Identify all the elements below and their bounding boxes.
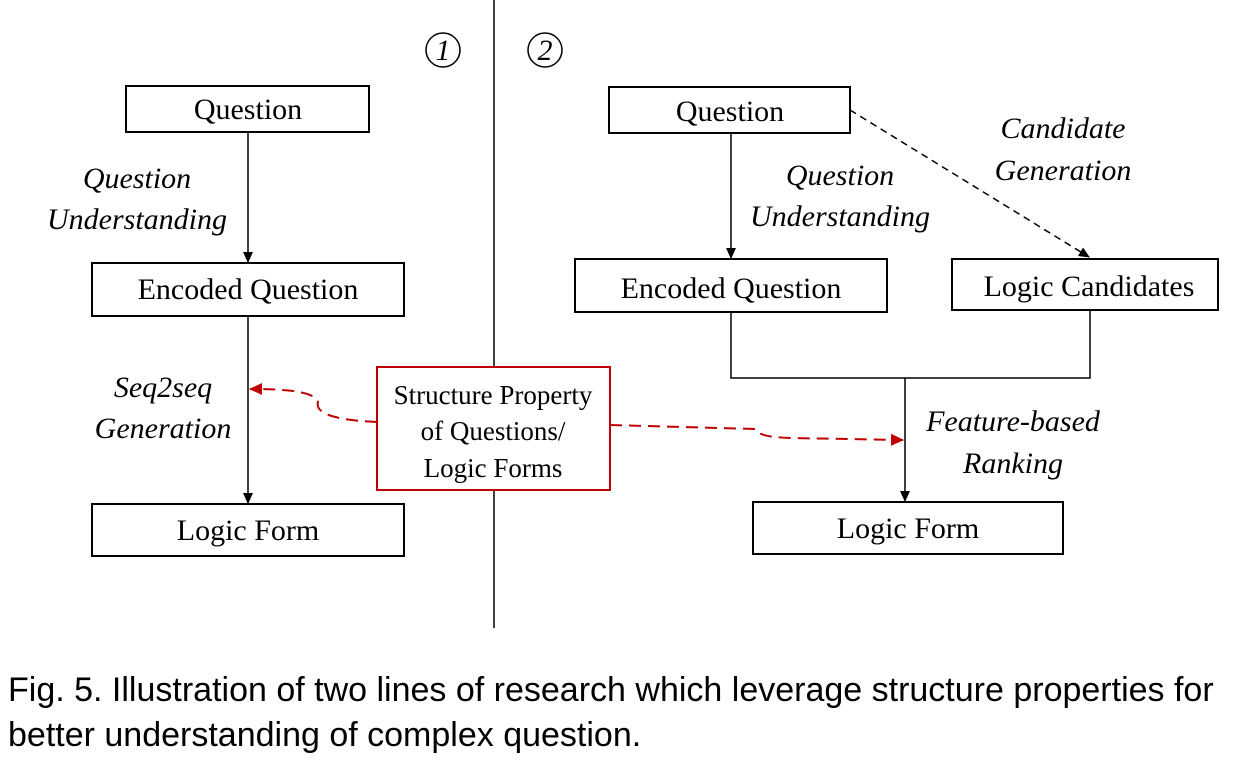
p1-logic-form-box: Logic Form — [91, 503, 405, 557]
p2-encoded-box: Encoded Question — [574, 258, 888, 313]
p2-qu-label-2: Understanding — [750, 200, 930, 233]
svg-text:Encoded Question: Encoded Question — [138, 273, 359, 306]
p1-step2-label: Seq2seq — [114, 371, 212, 404]
svg-text:Question: Question — [676, 95, 784, 128]
svg-text:of Questions/: of Questions/ — [421, 416, 566, 446]
svg-text:Structure Property: Structure Property — [394, 380, 593, 410]
svg-text:Logic Candidates: Logic Candidates — [984, 270, 1195, 303]
p1-step1-label: Question — [83, 162, 191, 195]
red-dashed-arrow-left — [249, 383, 378, 423]
p1-step1-label-2: Understanding — [47, 203, 227, 236]
panel-2-marker: 2 — [527, 32, 563, 68]
structure-property-box: Structure Property of Questions/ Logic F… — [376, 366, 611, 491]
p2-cand-label-2: Generation — [995, 154, 1132, 187]
p2-qu-label: Question — [786, 159, 894, 192]
p2-cand-label: Candidate — [1001, 112, 1126, 145]
p2-merge-lines — [730, 310, 1091, 379]
svg-text:Logic Form: Logic Form — [837, 512, 980, 545]
p2-candidates-box: Logic Candidates — [951, 258, 1219, 311]
diagram: 1 2 Question Question Understanding Enco… — [47, 0, 1219, 628]
panel-1-marker: 1 — [425, 32, 461, 68]
svg-text:1: 1 — [436, 34, 451, 67]
svg-text:Encoded Question: Encoded Question — [621, 272, 842, 305]
red-dashed-arrow-right — [609, 424, 904, 446]
svg-text:2: 2 — [538, 34, 553, 67]
p1-encoded-box: Encoded Question — [91, 262, 405, 317]
p2-question-box: Question — [608, 86, 851, 134]
svg-text:Question: Question — [194, 93, 302, 126]
p2-rank-label: Feature-based — [925, 405, 1101, 438]
p2-logic-form-box: Logic Form — [752, 501, 1064, 555]
p2-rank-label-2: Ranking — [962, 447, 1063, 480]
p1-step2-label-2: Generation — [95, 412, 232, 445]
svg-text:Logic Forms: Logic Forms — [424, 453, 563, 483]
p2-dashed-arrow — [849, 109, 1090, 258]
svg-text:Logic Form: Logic Form — [177, 514, 320, 547]
figure-caption: Fig. 5. Illustration of two lines of res… — [8, 671, 1214, 754]
p1-question-box: Question — [125, 85, 370, 133]
